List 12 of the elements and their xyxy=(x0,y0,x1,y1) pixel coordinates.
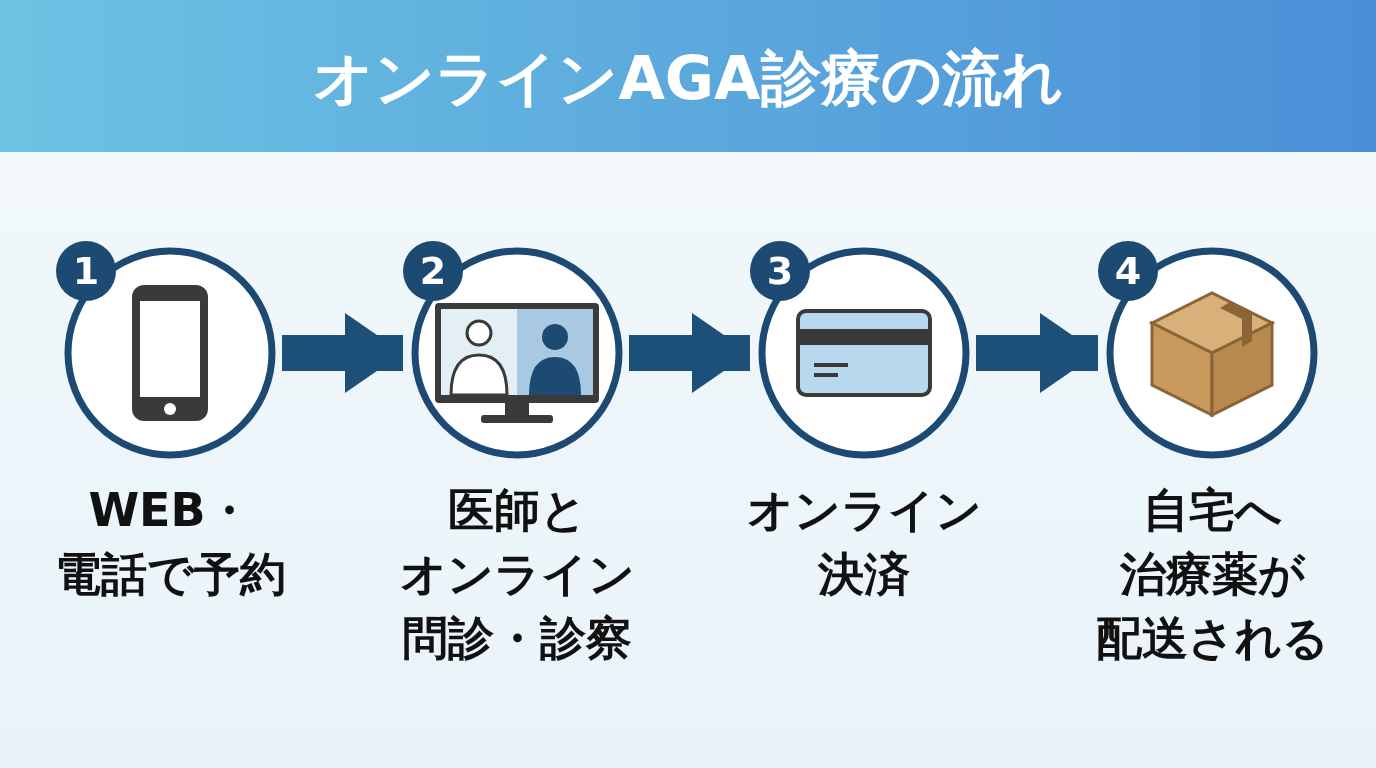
step-caption: 自宅へ治療薬が配送される xyxy=(1094,482,1330,667)
step-number-badge: 2 xyxy=(403,241,463,301)
step-caption: WEB・電話で予約 xyxy=(53,482,287,603)
step-number-badge: 3 xyxy=(750,241,810,301)
arrow xyxy=(629,313,750,393)
step-number-badge: 4 xyxy=(1098,241,1158,301)
arrow xyxy=(282,313,403,393)
arrow xyxy=(976,313,1098,393)
step-caption: 医師とオンライン問診・診察 xyxy=(398,482,636,667)
step-caption: オンライン決済 xyxy=(745,482,983,603)
title: オンラインAGA診療の流れ xyxy=(312,42,1064,114)
step-number-badge: 1 xyxy=(56,241,116,301)
